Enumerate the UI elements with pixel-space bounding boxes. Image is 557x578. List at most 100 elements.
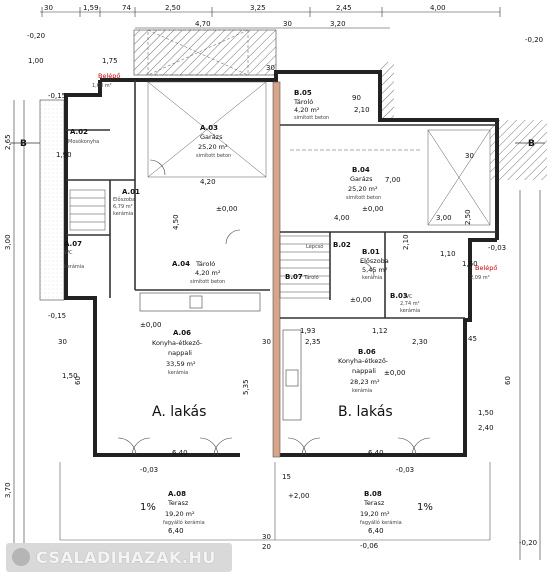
axis-marker-right: B: [528, 139, 535, 149]
room-name: Garázs: [200, 133, 223, 141]
room-code: B.06: [358, 348, 376, 356]
dim-label: 6,40: [368, 449, 384, 457]
level-marker: +2,00: [288, 492, 309, 500]
room-floor: simított beton: [190, 278, 225, 285]
dim-label-vertical: 4,50: [172, 214, 180, 230]
room-code: A.08: [168, 490, 186, 498]
slope-right: 1%: [417, 502, 433, 513]
room-code: B.05: [294, 89, 312, 97]
room-name: Előszoba: [113, 197, 135, 203]
dim-label: 1,60: [462, 260, 478, 268]
dim-label: 6,40: [368, 527, 384, 535]
dim-label: 30: [262, 533, 271, 541]
room-area: 6,79 m²: [113, 204, 133, 210]
dim-label-vertical: 3,00: [4, 234, 12, 250]
dim-label: 30: [465, 152, 474, 160]
room-name: WC: [64, 250, 73, 256]
dim-label-vertical: 2,65: [4, 134, 12, 150]
room-area: 33,59 m²: [166, 360, 196, 368]
room-name: Tároló: [195, 260, 215, 268]
dim-label: 15: [282, 473, 291, 481]
room-area: 19,20 m²: [165, 510, 195, 518]
dim-label: 7,00: [385, 176, 401, 184]
dim-label: 2,35: [305, 338, 321, 346]
room-area: 4,20 m²: [294, 106, 320, 114]
dim-label: 1,50: [62, 372, 78, 380]
staircase: [69, 189, 331, 299]
door-swings: [117, 159, 431, 456]
dim-label: 20: [262, 543, 271, 551]
level-marker: -0,20: [519, 539, 537, 547]
room-name: WC: [404, 294, 413, 300]
room-code: B.08: [364, 490, 382, 498]
dim-label-vertical: 60: [74, 376, 82, 385]
room-name: Tároló: [293, 98, 313, 106]
watermark-logo: CSALADIHAZAK.HU: [6, 543, 232, 572]
room-name: Konyha-étkező-: [338, 356, 389, 365]
unit-title-a: A. lakás: [152, 404, 206, 420]
level-marker: ±0,00: [362, 205, 383, 213]
room-code: A.02: [70, 128, 88, 136]
room-name: Lépcső: [306, 243, 323, 250]
room-area: 5,45 m²: [362, 266, 388, 274]
entrance-area: 2,09 m²: [470, 275, 490, 281]
dim-label: 90: [352, 94, 361, 102]
dim-label: 1,75: [102, 57, 118, 65]
room-area: 2,74 m²: [400, 301, 420, 307]
garage-markings: [147, 29, 491, 226]
dim-label: 1,90: [56, 151, 72, 159]
interior-walls: [66, 80, 497, 319]
room-floor: simított beton: [294, 114, 329, 121]
room-code: B.03: [390, 292, 408, 300]
room-code: B.07: [285, 273, 303, 281]
room-area: 4,20 m²: [195, 269, 221, 277]
level-marker: -0,03: [488, 244, 506, 252]
top-dim-label: 2,45: [336, 4, 352, 12]
side-dimension-line: [13, 100, 541, 560]
dim-label: 2,10: [354, 106, 370, 114]
level-marker: -0,15: [48, 92, 66, 100]
dim-label: 1,00: [28, 57, 44, 65]
room-name: Konyha-étkező-: [152, 338, 203, 347]
level-marker: -0,06: [360, 542, 379, 550]
dim-label: 4,20: [200, 178, 216, 186]
level-marker: -0,20: [27, 32, 45, 40]
entrance-area: 1,68 m²: [92, 83, 112, 89]
room-floor: fagyálló kerámia: [360, 519, 402, 526]
room-area: 19,20 m²: [360, 510, 390, 518]
dim-label-vertical: 2,50: [464, 209, 472, 225]
room-code: A.07: [64, 240, 82, 248]
room-code: A.04: [172, 260, 190, 268]
top-dim-label: 74: [122, 4, 131, 12]
level-marker: ±0,00: [384, 369, 405, 377]
room-code: B.02: [333, 241, 351, 249]
top-dim-label: 3,20: [330, 20, 346, 28]
room-name: Mosókonyha: [68, 138, 99, 145]
room-name: Garázs: [350, 175, 373, 183]
dim-label: 1,50: [478, 409, 494, 417]
entrance-label: Belépő: [98, 71, 120, 80]
party-wall: [272, 81, 281, 458]
room-code: A.03: [200, 124, 218, 132]
dim-label-vertical: 2,10: [402, 234, 410, 250]
room-floor: kerámia: [400, 307, 420, 314]
top-dim-label: 30: [44, 4, 53, 12]
room-floor: kerámia: [362, 274, 382, 281]
room-name-cont: nappali: [168, 349, 192, 357]
outer-walls: [64, 70, 499, 457]
slope-left: 1%: [140, 502, 156, 513]
unit-title-b: B. lakás: [338, 404, 393, 420]
dim-label: 30: [58, 338, 67, 346]
dim-label: 4,00: [334, 214, 350, 222]
room-name: Terasz: [363, 499, 385, 507]
room-code: B.01: [362, 248, 380, 256]
level-marker: -0,03: [396, 466, 414, 474]
dim-label-vertical: 3,70: [4, 482, 12, 498]
room-name-cont: nappali: [352, 367, 376, 375]
room-floor: kerámia: [168, 369, 188, 376]
room-area: 25,20 m²: [348, 185, 378, 193]
room-floor: kerámia: [352, 387, 372, 394]
logo-icon: [12, 548, 30, 566]
level-marker: ±0,00: [350, 296, 371, 304]
